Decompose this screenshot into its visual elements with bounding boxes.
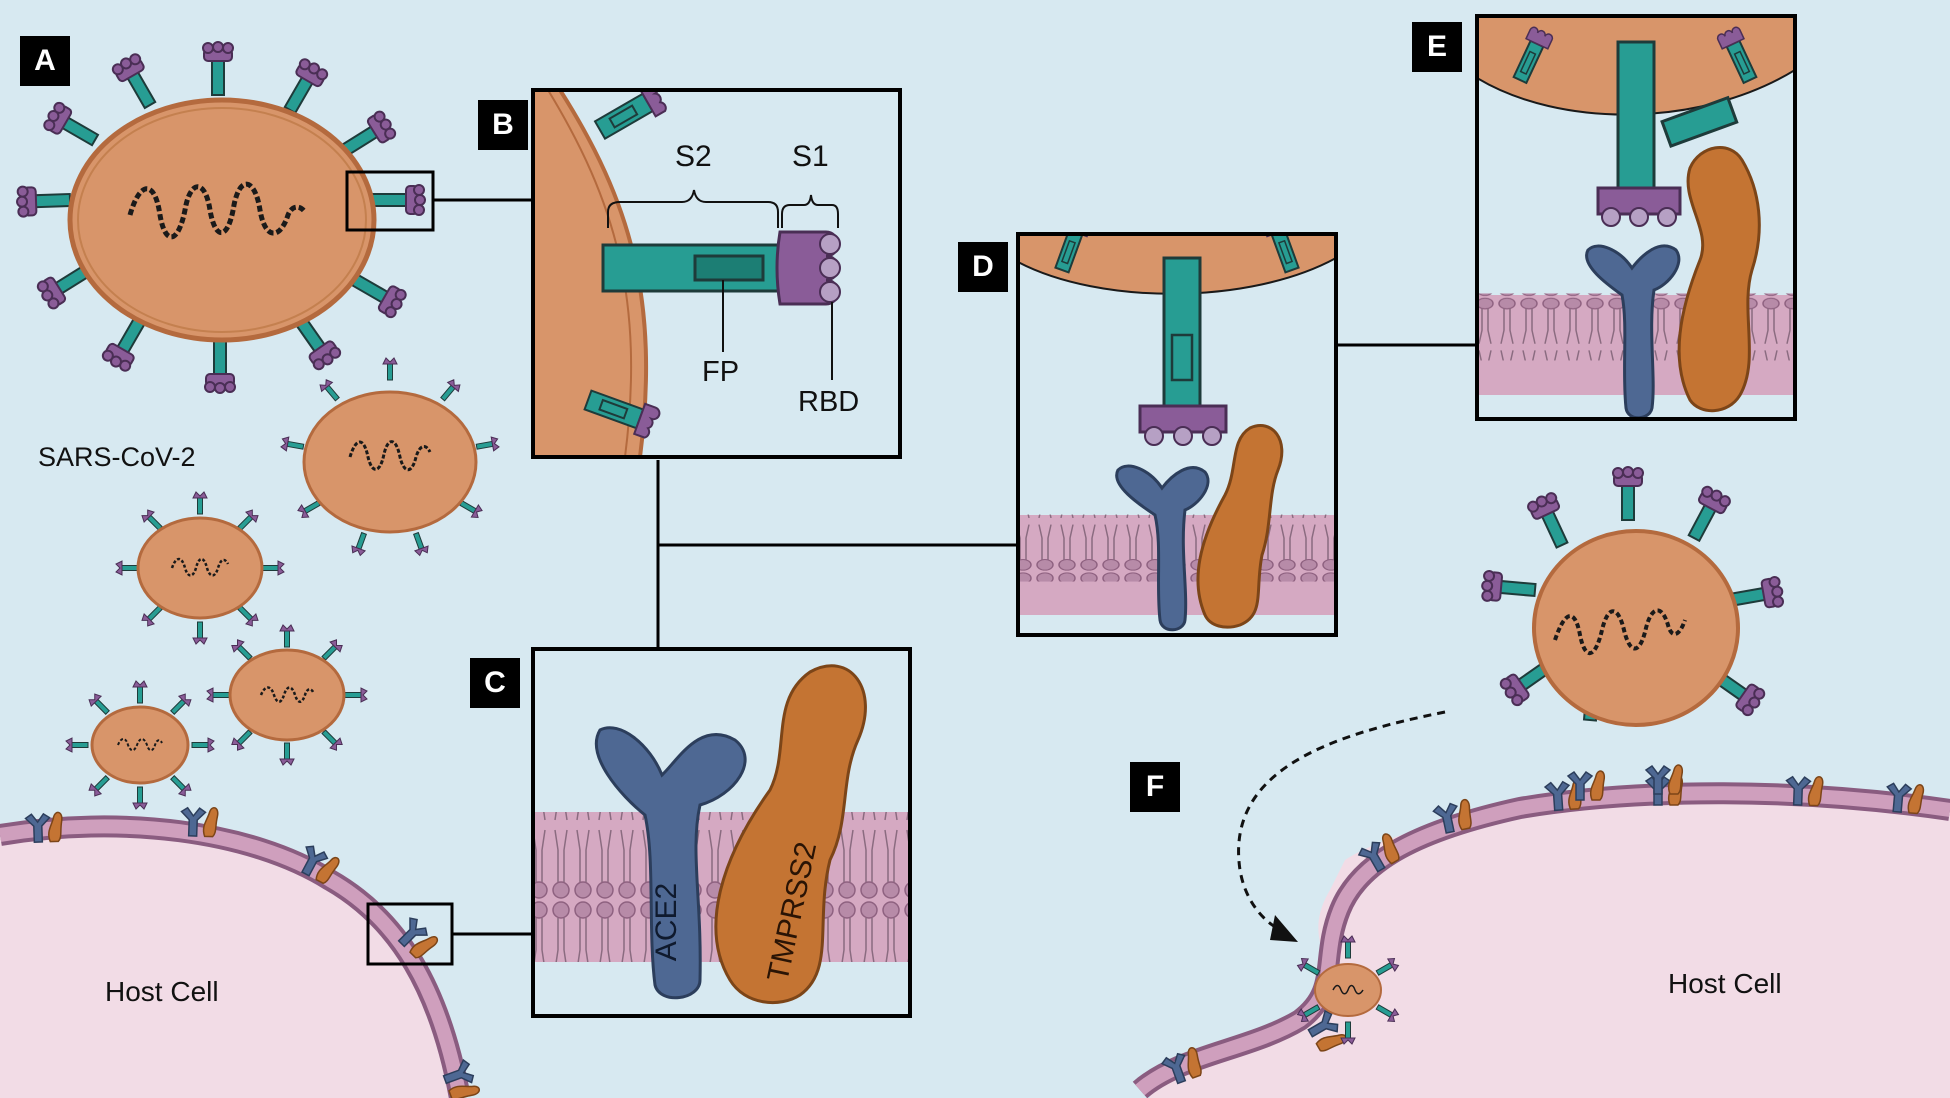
tmprss2-protease	[714, 664, 867, 1005]
fp-label: FP	[702, 356, 740, 388]
s2-label: S2	[675, 140, 712, 173]
binding-virion	[1479, 466, 1786, 801]
s1-label: S1	[792, 140, 829, 173]
panel-tag-d: D	[958, 242, 1008, 292]
host-cell-left-label: Host Cell	[105, 976, 219, 1007]
internalization-arrow	[1237, 710, 1446, 932]
rbd-lobe	[819, 233, 841, 255]
panel-tag-a: A	[20, 36, 70, 86]
panel-tag-b: B	[478, 100, 528, 150]
panel-d	[1016, 232, 1338, 637]
panel-e	[1475, 14, 1797, 421]
small-virions	[65, 357, 501, 810]
host-cell-right-label: Host Cell	[1668, 968, 1782, 999]
panel-tag-f: F	[1130, 762, 1180, 812]
host-cell-right	[1132, 774, 1950, 1098]
virus-label: SARS-CoV-2	[38, 442, 196, 472]
host-cell-left	[0, 805, 482, 1098]
ace2-label: ACE2	[650, 882, 684, 962]
endocytosed-virion	[1295, 935, 1401, 1045]
rbd-lobe	[819, 257, 841, 279]
large-virion	[15, 41, 426, 394]
panel-c	[531, 647, 912, 1018]
fusion-peptide	[693, 254, 765, 282]
ace2-receptor	[594, 726, 747, 1000]
rbd-lobe	[819, 281, 841, 303]
panel-tag-e: E	[1412, 22, 1462, 72]
rbd-label: RBD	[798, 386, 860, 418]
s1-brace	[781, 194, 839, 228]
s2-brace	[607, 189, 779, 228]
panel-b	[531, 88, 902, 459]
panel-tag-c: C	[470, 658, 520, 708]
arrow-head	[1270, 915, 1298, 942]
